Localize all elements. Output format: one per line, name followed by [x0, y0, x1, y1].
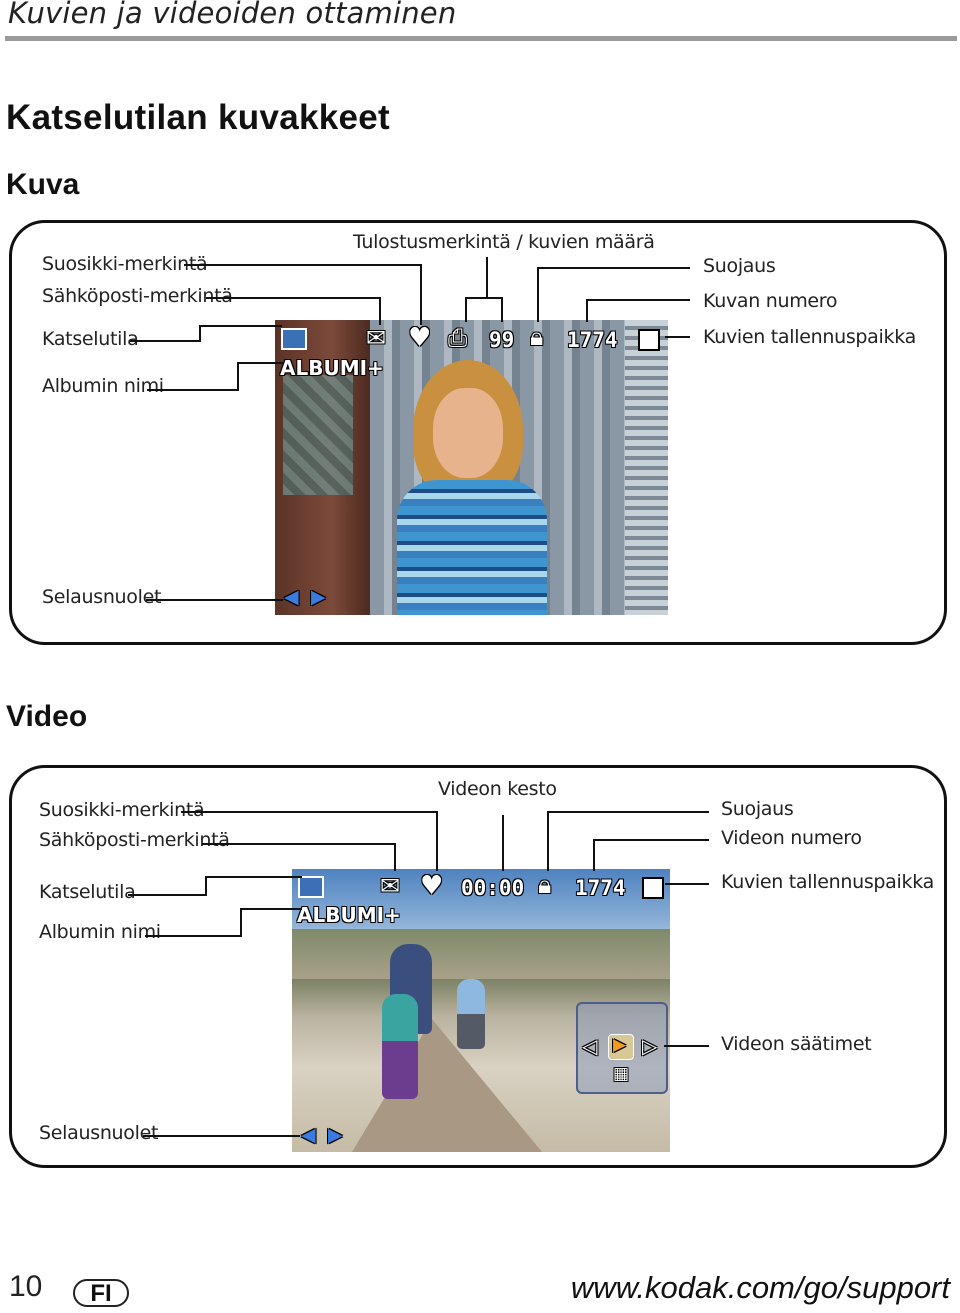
- heart-icon: ♥: [408, 323, 432, 353]
- left-arrow-icon[interactable]: ◀: [284, 586, 299, 608]
- photo-callout-picture-number: Kuvan numero: [703, 290, 838, 312]
- picture-number: 1774: [567, 328, 618, 352]
- video-callout-album-name: Albumin nimi: [39, 921, 161, 943]
- photo-callout-storage: Kuvien tallennuspaikka: [703, 326, 916, 348]
- leader-print-b: [487, 297, 503, 322]
- video-callout-duration: Videon kesto: [438, 778, 557, 800]
- video-callout-review-mode: Katselutila: [39, 881, 136, 903]
- hillside-shape: [292, 929, 670, 979]
- leader-protect: [537, 267, 690, 322]
- support-url[interactable]: www.kodak.com/go/support: [570, 1270, 950, 1305]
- right-arrow-icon[interactable]: ▶: [328, 1124, 343, 1146]
- video-section-title: Video: [6, 700, 88, 733]
- photo-section-title: Kuva: [6, 168, 80, 201]
- album-label: ALBUMI+: [297, 903, 401, 927]
- page-title: Katselutilan kuvakkeet: [6, 98, 390, 137]
- leader-album-name: [147, 362, 284, 391]
- video-callout-video-number: Videon numero: [721, 827, 862, 849]
- heart-icon: ♥: [420, 871, 444, 901]
- forward-icon[interactable]: ▷: [642, 1034, 658, 1058]
- leader-favorite: [181, 811, 438, 871]
- leader-protect: [547, 811, 709, 871]
- photo-leader-lines: [130, 257, 690, 601]
- video-callout-protect: Suojaus: [721, 798, 794, 820]
- child2-figure-shape: [457, 979, 485, 1049]
- photo-screen: ✉ ♥ ⎙ 99 🔒︎ 1774 ALBUMI+ ◀ ▶: [275, 320, 668, 615]
- video-duration: 00:00: [461, 876, 525, 900]
- video-controls-box[interactable]: ◁ ▶ ▷ ▦: [576, 1002, 668, 1094]
- lock-icon: 🔒︎: [530, 322, 544, 351]
- header-rule: [5, 36, 957, 41]
- photo-callout-scroll-arrows: Selausnuolet: [42, 586, 162, 608]
- photo-callout-protect: Suojaus: [703, 255, 776, 277]
- print-quantity: 99: [489, 328, 515, 352]
- email-icon: ✉: [380, 872, 401, 900]
- leader-album-name: [145, 908, 302, 937]
- door-panel-shape: [283, 375, 353, 495]
- video-callout-email: Sähköposti-merkintä: [39, 829, 230, 851]
- video-callout-favorite: Suosikki-merkintä: [39, 799, 205, 821]
- child-figure-shape: [382, 994, 418, 1099]
- card-icon: [642, 877, 664, 899]
- email-icon: ✉: [366, 324, 387, 352]
- video-screen: ✉ ♥ 00:00 🔒︎ 1774 ALBUMI+ ◁ ▶ ▷ ▦ ◀ ▶: [292, 869, 670, 1152]
- video-callout-scroll-arrows: Selausnuolet: [39, 1122, 159, 1144]
- page-number: 10: [9, 1270, 43, 1303]
- review-mode-icon: [281, 328, 307, 350]
- photo-callout-print-count: Tulostusmerkintä / kuvien määrä: [353, 231, 655, 253]
- video-leader-lines: [128, 811, 709, 1137]
- running-header: Kuvien ja videoiden ottaminen: [8, 0, 457, 30]
- photo-callout-album-name: Albumin nimi: [42, 375, 164, 397]
- language-badge: FI: [73, 1279, 129, 1307]
- play-icon[interactable]: ▶: [613, 1035, 627, 1055]
- review-mode-icon: [298, 876, 324, 898]
- lock-icon: 🔒︎: [538, 870, 552, 899]
- shirt-shape: [397, 480, 547, 615]
- leader-review-mode: [130, 325, 282, 342]
- leader-print-a: [465, 257, 488, 322]
- print-icon: ⎙: [448, 324, 468, 352]
- card-icon: [638, 329, 660, 351]
- photo-callout-favorite: Suosikki-merkintä: [42, 253, 208, 275]
- album-label: ALBUMI+: [280, 356, 384, 380]
- photo-callout-review-mode: Katselutila: [42, 328, 139, 350]
- right-arrow-icon[interactable]: ▶: [311, 586, 326, 608]
- photo-callout-email: Sähköposti-merkintä: [42, 285, 233, 307]
- leader-favorite: [184, 264, 422, 325]
- video-callout-controls: Videon säätimet: [721, 1033, 872, 1055]
- leader-picture-number: [586, 299, 690, 322]
- play-button-bg[interactable]: [608, 1034, 634, 1060]
- leader-email: [206, 297, 381, 325]
- leader-review-mode: [128, 876, 302, 896]
- video-number: 1774: [575, 876, 626, 900]
- face-shape: [433, 388, 503, 478]
- left-arrow-icon[interactable]: ◀: [301, 1124, 316, 1146]
- video-callout-storage: Kuvien tallennuspaikka: [721, 871, 934, 893]
- curtain-edge-shape: [625, 320, 668, 615]
- leader-video-number: [593, 839, 709, 871]
- leader-email: [202, 843, 396, 871]
- grid-icon[interactable]: ▦: [613, 1064, 630, 1084]
- rewind-icon[interactable]: ◁: [582, 1034, 598, 1058]
